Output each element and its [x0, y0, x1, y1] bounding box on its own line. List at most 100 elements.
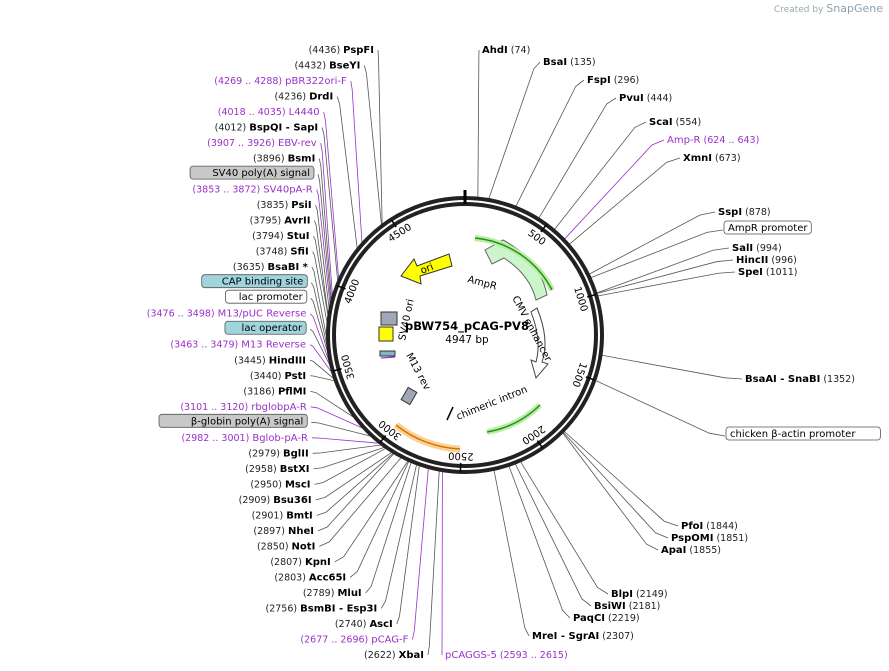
- label-text: XmnI: [683, 153, 712, 164]
- left-label-m13-reverse[interactable]: (3463 .. 3479) M13 Reverse: [170, 340, 306, 351]
- tick-mark-1500: [585, 376, 595, 381]
- left-label-bglob-pa-r[interactable]: (2982 .. 3001) Bglob-pA-R: [181, 433, 308, 444]
- right-label-chicken-actin-promoter[interactable]: chicken β-actin promoter: [725, 426, 881, 441]
- right-label-fspi[interactable]: FspI (296): [587, 75, 639, 86]
- left-label-pspfi[interactable]: (4436) PspFI: [309, 45, 374, 56]
- label-text: BspQI: [249, 123, 282, 134]
- label-position: (3896): [253, 154, 288, 165]
- left-label-bsu36i[interactable]: (2909) Bsu36I: [239, 495, 312, 506]
- label-chimeric-intron: chimeric intron: [455, 384, 529, 422]
- label-text: BsaI: [543, 57, 567, 68]
- left-label-ebv-rev[interactable]: (3907 .. 3926) EBV-rev: [207, 138, 317, 149]
- left-label-bsmbi[interactable]: (2756) BsmBI - Esp3I: [266, 603, 378, 614]
- left-label-l4440[interactable]: (4018 .. 4035) L4440: [218, 107, 320, 118]
- label-ampr: AmpR: [466, 274, 498, 292]
- right-label-pfoi[interactable]: PfoI (1844): [681, 521, 738, 532]
- left-label-pcag-f[interactable]: (2677 .. 2696) pCAG-F: [300, 634, 408, 645]
- label-name: BsiWI (2181): [594, 601, 660, 612]
- feature-lac-operator[interactable]: [379, 350, 396, 357]
- feature-m13-rev[interactable]: [400, 386, 418, 406]
- label-text: StuI: [287, 231, 310, 242]
- left-label-psii[interactable]: (3835) PsiI: [257, 200, 312, 211]
- right-label-amp-r[interactable]: Amp-R (624 .. 643): [667, 135, 759, 146]
- right-label-bsaai[interactable]: BsaAI - SnaBI (1352): [745, 374, 855, 385]
- leader-left-2: [350, 80, 363, 245]
- left-label-bsmi[interactable]: (3896) BsmI: [253, 154, 315, 165]
- right-label-ampr-promoter[interactable]: AmpR promoter: [723, 220, 812, 235]
- left-label-pbr322ori-f[interactable]: (4269 .. 4288) pBR322ori-F: [214, 76, 347, 87]
- leader-right-5: [563, 139, 665, 241]
- right-label-hincii[interactable]: HincII (996): [736, 255, 797, 266]
- left-label-sv40-poly-a-signal[interactable]: SV40 poly(A) signal: [189, 165, 315, 180]
- left-label-m13-puc-reverse[interactable]: (3476 .. 3498) M13/pUC Reverse: [147, 309, 307, 320]
- left-label-msci[interactable]: (2950) MscI: [250, 479, 310, 490]
- right-label-mrei[interactable]: MreI - SgrAI (2307): [532, 631, 634, 642]
- left-label-pflmi[interactable]: (3186) PflMI: [243, 386, 306, 397]
- label-text: AvrII: [284, 216, 310, 227]
- left-label-sv40pa-r[interactable]: (3853 .. 3872) SV40pA-R: [192, 185, 312, 196]
- right-label-pspomi[interactable]: PspOMI (1851): [671, 533, 748, 544]
- left-label-xbai[interactable]: (2622) XbaI: [364, 650, 424, 661]
- label-text: MreI: [532, 631, 557, 642]
- feature-chimeric-intron[interactable]: [446, 406, 454, 421]
- label-name: (3896) BsmI: [253, 154, 315, 165]
- right-label-spei[interactable]: SpeI (1011): [738, 267, 797, 278]
- leader-right-7: [587, 211, 716, 276]
- label-position: (3445): [234, 355, 269, 366]
- right-label-pvui[interactable]: PvuI (444): [619, 93, 672, 104]
- left-label-asci[interactable]: (2740) AscI: [335, 619, 393, 630]
- left-label-bsabi[interactable]: (3635) BsaBI *: [233, 262, 309, 273]
- left-label-acc65i[interactable]: (2803) Acc65I: [274, 572, 346, 583]
- label-name: (3853 .. 3872) SV40pA-R: [192, 185, 312, 196]
- left-label-bseyi[interactable]: (4432) BseYI: [294, 61, 360, 72]
- label-name: (3445) HindIII: [234, 355, 306, 366]
- right-label-sspi[interactable]: SspI (878): [718, 207, 771, 218]
- leader-right-16: [561, 431, 659, 551]
- left-label-lac-operator[interactable]: lac operator: [224, 320, 307, 335]
- left-label-hindiii[interactable]: (3445) HindIII: [234, 355, 306, 366]
- left-label-globin-poly-a-signal[interactable]: β-globin poly(A) signal: [158, 413, 308, 428]
- left-label-mlui[interactable]: (2789) MluI: [303, 588, 362, 599]
- right-label-ahdi[interactable]: AhdI (74): [482, 45, 530, 56]
- label-name: SpeI (1011): [738, 267, 797, 278]
- right-label-bsiwi[interactable]: BsiWI (2181): [594, 601, 660, 612]
- left-label-kpni[interactable]: (2807) KpnI: [270, 557, 330, 568]
- label-position: (3835): [257, 200, 292, 211]
- right-label-sali[interactable]: SalI (994): [732, 243, 782, 254]
- left-label-bglii[interactable]: (2979) BglII: [248, 448, 308, 459]
- left-label-noti[interactable]: (2850) NotI: [257, 541, 315, 552]
- left-label-stui[interactable]: (3794) StuI: [252, 231, 309, 242]
- left-label-bmti[interactable]: (2901) BmtI: [252, 510, 313, 521]
- leader-left-29: [315, 451, 394, 501]
- left-label-rbglobpa-r[interactable]: (3101 .. 3120) rbglobpA-R: [180, 402, 307, 413]
- right-label-xmni[interactable]: XmnI (673): [683, 153, 741, 164]
- left-label-drdi[interactable]: (4236) DrdI: [274, 92, 333, 103]
- label-name: (2982 .. 3001) Bglob-pA-R: [181, 433, 308, 444]
- right-label-scai[interactable]: ScaI (554): [649, 117, 701, 128]
- label-box: [725, 426, 881, 441]
- globin-ring-arc-line: [395, 424, 461, 450]
- right-label-pcaggs-5[interactable]: pCAGGS-5 (2593 .. 2615): [445, 650, 568, 661]
- left-label-bspqi[interactable]: (4012) BspQI - SapI: [215, 123, 319, 134]
- feature-sv40-ori[interactable]: [378, 326, 394, 342]
- left-label-cap-binding-site[interactable]: CAP binding site: [201, 274, 308, 289]
- left-label-psti[interactable]: (3440) PstI: [250, 371, 306, 382]
- left-label-avrii[interactable]: (3795) AvrII: [250, 216, 311, 227]
- label-name: MreI - SgrAI (2307): [532, 631, 634, 642]
- left-label-sfii[interactable]: (3748) SfiI: [256, 247, 309, 258]
- right-label-apai[interactable]: ApaI (1855): [661, 545, 721, 556]
- label-position: (2850): [257, 541, 292, 552]
- feature-ori[interactable]: [400, 253, 453, 285]
- feature-cmv-enhancer[interactable]: [530, 307, 549, 380]
- label-text: L4440: [289, 107, 320, 118]
- label-position: (554): [673, 117, 702, 128]
- right-label-paqci[interactable]: PaqCI (2219): [573, 613, 640, 624]
- right-label-bsai[interactable]: BsaI (135): [543, 57, 596, 68]
- leader-right-14: [562, 430, 679, 527]
- left-label-lac-promoter[interactable]: lac promoter: [225, 289, 308, 304]
- left-label-nhei[interactable]: (2897) NheI: [253, 526, 314, 537]
- right-label-blpi[interactable]: BlpI (2149): [611, 589, 668, 600]
- left-label-bstxi[interactable]: (2958) BstXI: [245, 464, 309, 475]
- label-text: pBR322ori-F: [285, 76, 347, 87]
- feature-sv40-box[interactable]: [380, 311, 398, 326]
